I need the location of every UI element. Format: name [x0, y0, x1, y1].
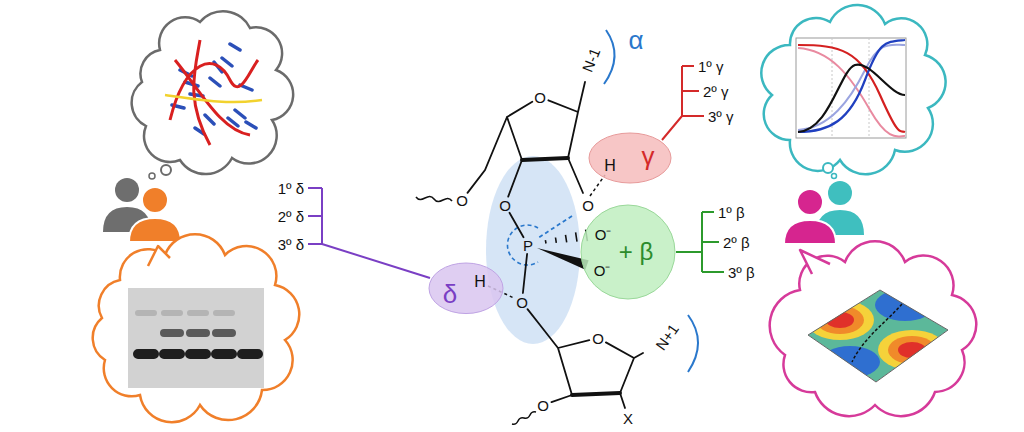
surface-contour	[826, 312, 854, 328]
person-icon	[115, 178, 139, 202]
oxygen-atom: O	[516, 295, 528, 310]
speech-cloud	[770, 241, 977, 416]
thought-bubble	[161, 165, 171, 175]
person-icon	[784, 220, 836, 244]
gamma-ellipse: Hγ	[588, 132, 672, 184]
person-icon	[142, 187, 168, 213]
attack-line	[538, 216, 572, 238]
chain-break	[416, 196, 536, 424]
beta-bracket	[676, 212, 724, 272]
beta-tier: 3º β	[728, 265, 755, 280]
delta-ellipse	[429, 263, 503, 314]
gamma-ellipse-outline	[588, 132, 672, 184]
attack-arc	[507, 225, 538, 265]
beta-tier: 1º β	[718, 205, 745, 220]
gel-band	[138, 349, 258, 359]
delta-tier: 3º δ	[278, 237, 304, 252]
alpha-arc	[604, 30, 615, 84]
rna-helix	[172, 44, 256, 134]
gel-image	[128, 288, 264, 388]
gamma-tier: 1º γ	[698, 59, 724, 74]
beta-label: + β	[619, 240, 654, 264]
delta-ellipse: δH	[428, 262, 504, 315]
plot-curve	[798, 45, 905, 132]
oxygen-atom: O	[456, 193, 468, 208]
hydrogen-atom: H	[604, 158, 616, 174]
ring-oxygen: O	[592, 331, 604, 346]
gel-band	[164, 329, 232, 337]
thought-bubble	[823, 163, 833, 173]
surface-contour	[816, 306, 864, 334]
surface-contour	[806, 300, 874, 340]
gamma-ellipse	[589, 133, 671, 183]
ring-oxygen: O	[534, 90, 546, 105]
oxygen-atom: O	[499, 198, 511, 213]
phosphorus-atom: P	[523, 238, 533, 253]
surface-contour	[888, 336, 936, 364]
plot-curve	[798, 40, 905, 132]
delta-ellipse-outline	[428, 262, 504, 315]
hashed-wedge	[545, 230, 587, 244]
gel-band	[138, 310, 232, 316]
beta-tier: 2º β	[723, 235, 750, 250]
hydrogen-atom: H	[474, 274, 486, 290]
thought-cloud	[761, 5, 945, 174]
gamma-label: γ	[642, 143, 655, 169]
oxygen-atom: O	[537, 398, 549, 413]
gamma-tier: 3º γ	[708, 109, 734, 124]
delta-tier: 2º δ	[278, 209, 304, 224]
surface-edge	[808, 290, 948, 382]
beta-circle: + β	[580, 204, 676, 300]
gamma-tier: 2º γ	[703, 84, 729, 99]
thought-bubble	[149, 173, 155, 179]
reaction-path	[852, 300, 905, 362]
person-icon	[828, 181, 852, 205]
substituent-label: X	[623, 411, 633, 426]
gamma-bracket	[662, 66, 704, 140]
oxygen-atom: O	[582, 198, 594, 213]
thought-cloud	[132, 11, 294, 174]
bold-bond	[522, 158, 620, 395]
rna-backbone	[170, 40, 258, 145]
speech-cloud	[93, 234, 300, 422]
plot-frame	[796, 38, 906, 138]
surface-contour	[820, 346, 880, 378]
speech-tail	[148, 246, 170, 266]
speech-tail	[800, 250, 830, 274]
energy-surface	[806, 289, 948, 382]
person-icon	[797, 189, 823, 215]
oxyanion: O⁻	[595, 227, 612, 242]
person-icon	[129, 218, 181, 242]
beta-circle	[581, 205, 675, 299]
rna-backbone	[165, 95, 262, 102]
delta-label: δ	[443, 281, 457, 307]
delta-bracket	[308, 188, 430, 278]
alpha-arc	[688, 315, 698, 372]
surface-contour	[878, 330, 946, 370]
nucleotide-label: N+1	[653, 321, 681, 352]
alpha-label: α	[628, 27, 643, 53]
oxyanion: O⁻	[594, 263, 611, 278]
nucleotide-label: N-1	[580, 46, 603, 74]
thought-bubble	[832, 174, 837, 179]
plot-curve	[798, 65, 905, 132]
delta-tier: 1º δ	[278, 181, 304, 196]
